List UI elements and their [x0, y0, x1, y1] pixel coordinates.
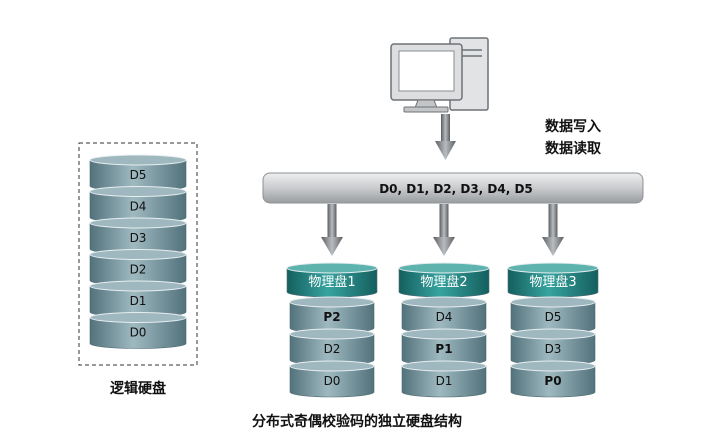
- read-label: 数据读取: [545, 140, 602, 157]
- figure-caption: 分布式奇偶校验码的独立硬盘结构: [252, 413, 462, 430]
- physical-disk-1-slice-d2-label: D2: [324, 342, 341, 356]
- logical-slice-d1-label: D1: [130, 294, 147, 308]
- logical-slice-d2-label: D2: [130, 263, 147, 277]
- bus-label: D0, D1, D2, D3, D4, D5: [379, 182, 533, 196]
- physical-disk-1-slice-d0: D0: [289, 360, 375, 398]
- physical-disk-3-slice-d5-label: D5: [545, 310, 562, 324]
- write-label: 数据写入: [545, 118, 601, 135]
- logical-slice-d5-label: D5: [130, 168, 147, 182]
- physical-disk-1-slice-d0-label: D0: [324, 374, 341, 388]
- physical-disk-3-header-label: 物理盘3: [529, 274, 576, 290]
- physical-disk-3-slice-d5: D5: [510, 296, 596, 334]
- physical-disk-1-header-label: 物理盘1: [308, 274, 355, 290]
- physical-disk-1-slice-p2: P2: [289, 296, 375, 334]
- logical-slice-d1: D1: [89, 280, 187, 318]
- io-arrow: [435, 114, 456, 160]
- physical-disk-2-slice-d4: D4: [401, 296, 487, 334]
- physical-disk-3-slice-p0: P0: [510, 360, 596, 398]
- physical-disk-2-slice-d1: D1: [401, 360, 487, 398]
- physical-disk-1-header: 物理盘1: [286, 262, 378, 298]
- physical-disk-2-slice-p1-label: P1: [435, 342, 452, 356]
- physical-disk-1-slice-d2: D2: [289, 328, 375, 366]
- physical-disk-2-header-label: 物理盘2: [420, 274, 467, 290]
- physical-disk-3-header: 物理盘3: [507, 262, 599, 298]
- physical-disk-1-slice-p2-label: P2: [323, 310, 340, 324]
- bus-arrow-1: [321, 204, 343, 256]
- data-bus: D0, D1, D2, D3, D4, D5: [262, 172, 644, 204]
- bus-arrow-3: [542, 204, 564, 256]
- logical-slice-d2: D2: [89, 249, 187, 286]
- logical-slice-d4-label: D4: [130, 200, 147, 214]
- logical-slice-d0-label: D0: [130, 326, 147, 340]
- logical-slice-d3-label: D3: [130, 231, 147, 245]
- logical-disk-label: 逻辑硬盘: [110, 380, 166, 397]
- physical-disk-2-slice-d4-label: D4: [436, 310, 453, 324]
- logical-slice-d0: D0: [89, 312, 187, 349]
- logical-slice-d5: D5: [89, 154, 187, 192]
- logical-disk-frame: [78, 142, 198, 366]
- physical-disk-2-slice-d1-label: D1: [436, 374, 453, 388]
- physical-disk-3-slice-d3-label: D3: [545, 342, 562, 356]
- physical-disk-2-header: 物理盘2: [398, 262, 490, 298]
- desktop-computer-icon: [390, 37, 489, 113]
- physical-disk-2-slice-p1: P1: [401, 328, 487, 366]
- logical-slice-d3: D3: [89, 217, 187, 255]
- bus-to-disk-arrows: [321, 204, 564, 256]
- physical-disk-3-slice-p0-label: P0: [544, 374, 561, 388]
- bus-arrow-2: [433, 204, 455, 256]
- logical-slice-d4: D4: [89, 186, 187, 223]
- physical-disk-3-slice-d3: D3: [510, 328, 596, 366]
